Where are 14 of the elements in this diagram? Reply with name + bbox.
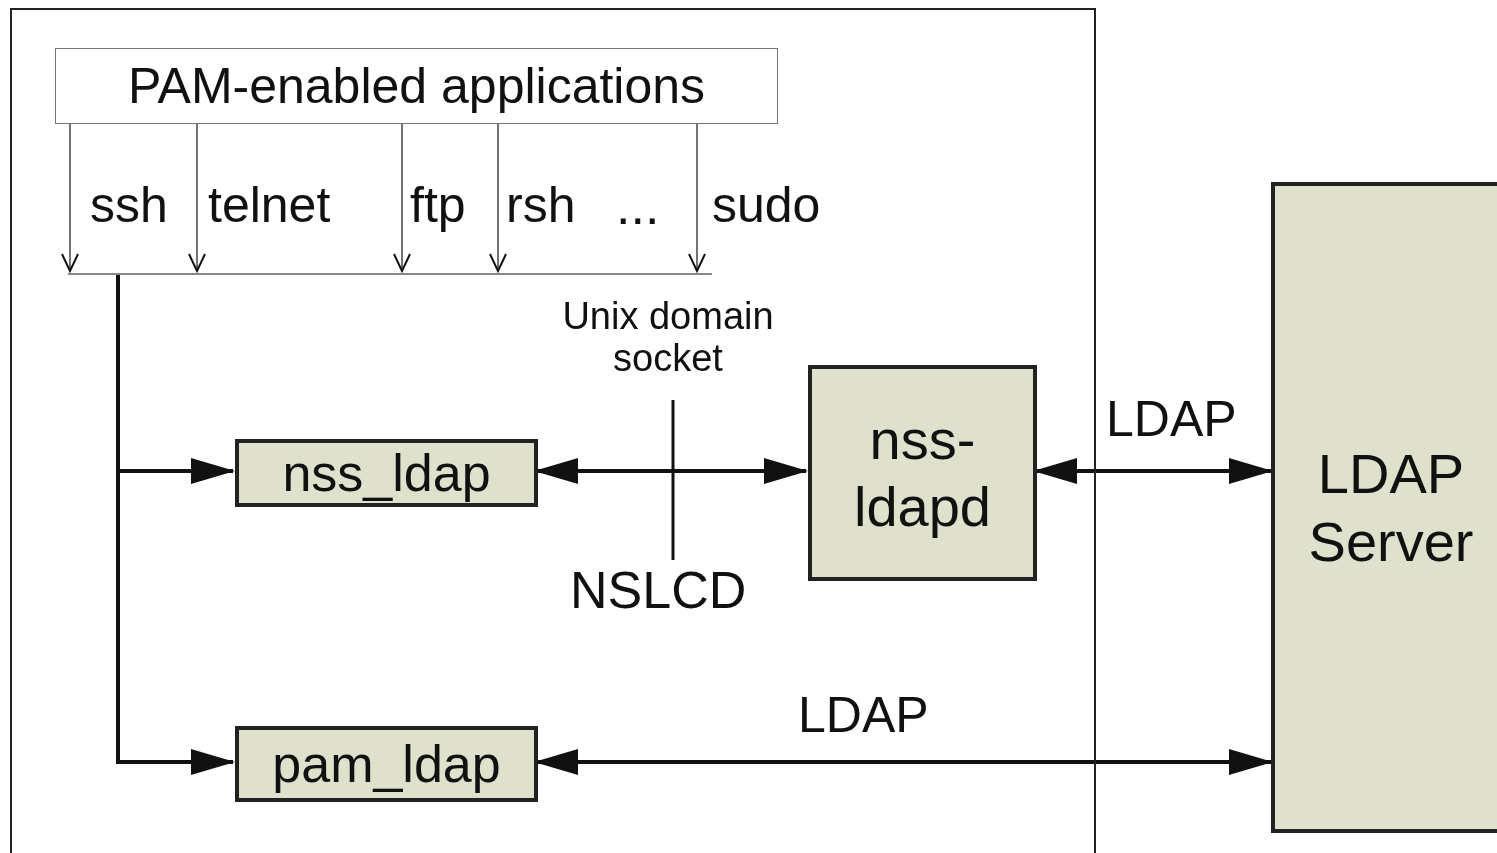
- header-box: [55, 48, 778, 124]
- box-label: pam_ldap: [272, 733, 501, 795]
- component-box: [808, 365, 1037, 581]
- text-label: Unix domain socket: [561, 296, 775, 380]
- text-label: ...: [616, 178, 660, 236]
- bus-line: [68, 273, 712, 275]
- component-box: [235, 726, 538, 802]
- box-label: nss_ldap: [282, 442, 491, 504]
- text-label: NSLCD: [570, 562, 747, 620]
- box-label: nss-ldapd: [853, 406, 992, 540]
- component-box: [235, 439, 538, 507]
- box-label: LDAP Server: [1307, 441, 1475, 575]
- component-box: [1271, 182, 1497, 833]
- box-label: PAM-enabled applications: [127, 57, 706, 115]
